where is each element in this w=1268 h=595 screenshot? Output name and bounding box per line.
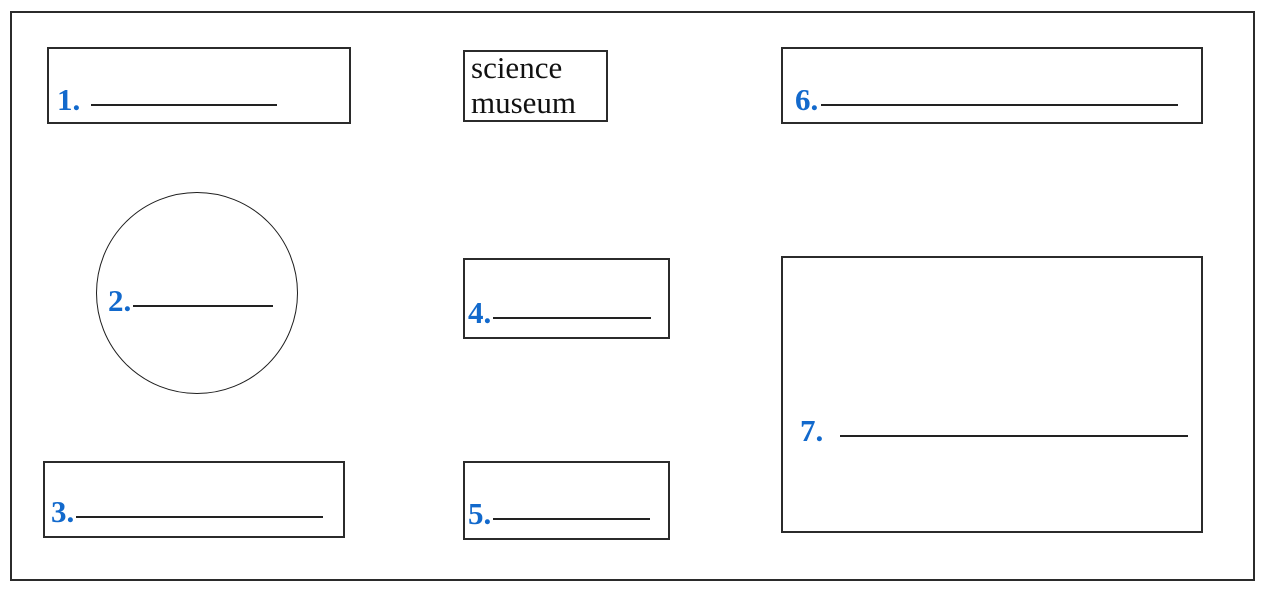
blank-line-4[interactable]: [493, 317, 652, 319]
field-number-5: 5.: [468, 496, 492, 531]
answer-field-4[interactable]: 4.: [468, 293, 652, 328]
answer-field-1[interactable]: 1.: [57, 80, 278, 115]
field-number-6: 6.: [795, 82, 819, 117]
blank-line-5[interactable]: [493, 518, 651, 520]
blank-line-1[interactable]: [91, 104, 278, 106]
answer-field-3[interactable]: 3.: [51, 492, 324, 527]
field-number-1: 1.: [57, 82, 81, 117]
answer-box-6[interactable]: [781, 47, 1203, 124]
blank-line-3[interactable]: [76, 516, 324, 518]
answer-field-7[interactable]: 7.: [800, 411, 1189, 446]
science-museum-label: science museum: [471, 50, 577, 120]
field-number-4: 4.: [468, 295, 492, 330]
answer-field-2[interactable]: 2.: [108, 281, 274, 316]
answer-box-3[interactable]: [43, 461, 345, 538]
field-number-7: 7.: [800, 413, 824, 448]
blank-line-6[interactable]: [821, 104, 1179, 106]
field-number-3: 3.: [51, 494, 75, 529]
answer-box-5[interactable]: [463, 461, 670, 540]
blank-line-2[interactable]: [133, 305, 274, 307]
answer-field-5[interactable]: 5.: [468, 494, 651, 529]
answer-box-4[interactable]: [463, 258, 670, 339]
blank-line-7[interactable]: [840, 435, 1189, 437]
label-line-science: science: [471, 50, 563, 85]
science-museum-box: [463, 50, 608, 122]
page-outer-border: [10, 11, 1255, 581]
answer-field-6[interactable]: 6.: [795, 80, 1179, 115]
field-number-2: 2.: [108, 283, 132, 318]
answer-circle-2[interactable]: [96, 192, 298, 394]
label-line-museum: museum: [471, 84, 577, 120]
answer-box-1[interactable]: [47, 47, 351, 124]
answer-box-7[interactable]: [781, 256, 1203, 533]
